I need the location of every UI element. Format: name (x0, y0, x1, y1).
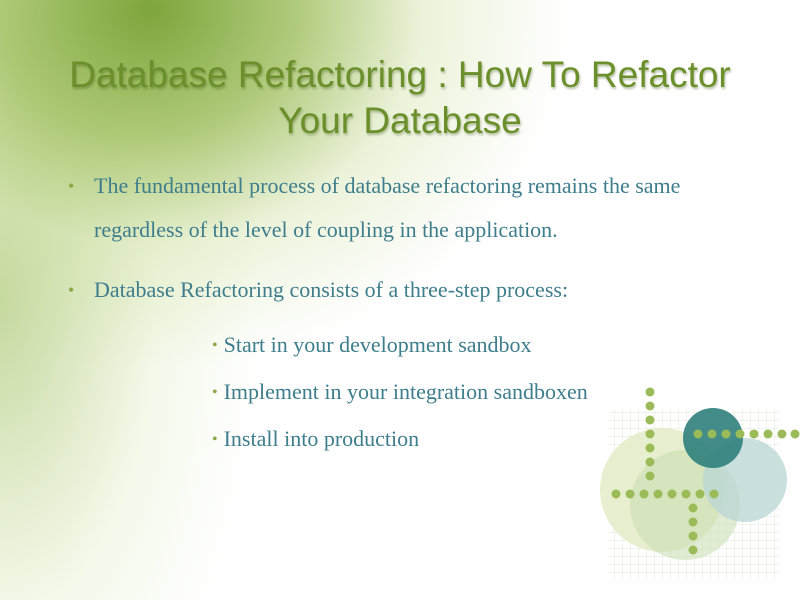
sub-bullet-item-3: • Install into production (212, 416, 588, 463)
dot-column (645, 387, 655, 481)
sub-bullet-text: Install into production (223, 426, 420, 451)
dot-row-upper (693, 429, 800, 439)
sub-bullet-text: Start in your development sandbox (223, 332, 532, 357)
bullet-item-2: • Database Refactoring consists of a thr… (68, 268, 748, 312)
bullet-list: • The fundamental process of database re… (68, 164, 748, 328)
dot-column-lower (688, 503, 698, 555)
sub-bullet-item-2: • Implement in your integration sandboxen (212, 369, 588, 416)
dot-row-lower (611, 489, 719, 499)
decorative-circles-graphic (600, 387, 800, 580)
bullet-item-1: • The fundamental process of database re… (68, 164, 748, 252)
sub-bullet-dot-icon: • (212, 384, 218, 401)
bullet-dot-icon: • (68, 280, 75, 300)
sub-bullet-dot-icon: • (212, 337, 218, 354)
bullet-text: Database Refactoring consists of a three… (94, 277, 569, 302)
sub-bullet-list: • Start in your development sandbox • Impl… (212, 322, 588, 463)
bullet-text: The fundamental process of database refa… (94, 173, 681, 242)
sub-bullet-text: Implement in your integration sandboxen (223, 379, 588, 404)
sub-bullet-item-1: • Start in your development sandbox (212, 322, 588, 369)
slide-title: Database Refactoring : How To Refactor Y… (69, 54, 731, 141)
sub-bullet-dot-icon: • (212, 431, 218, 448)
bullet-dot-icon: • (68, 176, 75, 196)
